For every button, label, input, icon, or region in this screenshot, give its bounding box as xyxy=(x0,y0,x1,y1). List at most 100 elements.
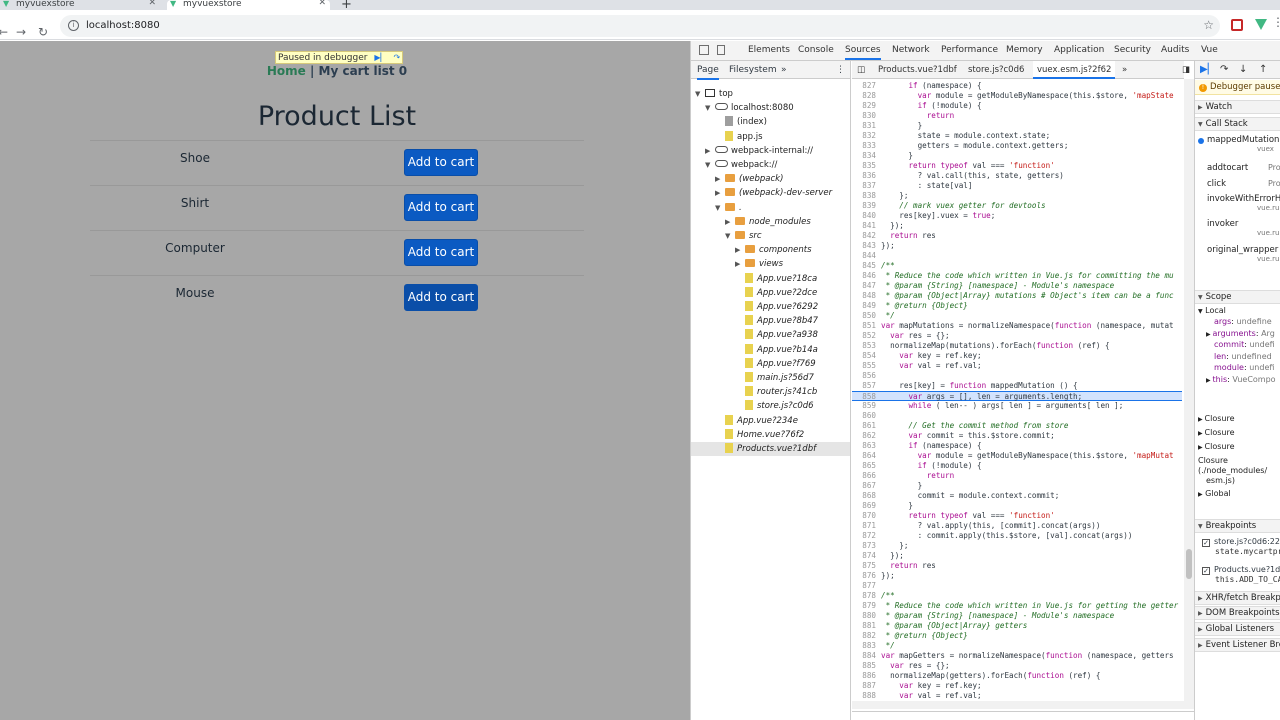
line-number[interactable]: 846 xyxy=(862,271,876,280)
line-number[interactable]: 829 xyxy=(862,101,876,110)
expanded-arrow-icon[interactable]: ▼ xyxy=(705,104,711,113)
line-number[interactable]: 860 xyxy=(862,411,876,420)
line-number[interactable]: 882 xyxy=(862,631,876,640)
breakpoint-checkbox[interactable]: ✓ xyxy=(1202,567,1210,575)
back-arrow-icon[interactable]: ← xyxy=(0,25,9,39)
tab-vue[interactable]: Vue xyxy=(1201,45,1218,55)
collapsed-arrow-icon[interactable]: ▶ xyxy=(735,260,741,269)
tab-console[interactable]: Console xyxy=(798,45,834,55)
reload-icon[interactable]: ↻ xyxy=(38,25,49,39)
line-number[interactable]: 845 xyxy=(862,261,876,270)
add-to-cart-button[interactable]: Add to cart xyxy=(404,194,478,221)
line-number[interactable]: 871 xyxy=(862,521,876,530)
tree-item[interactable]: App.vue?18ca xyxy=(691,272,850,286)
tree-item[interactable]: ▶webpack-internal:// xyxy=(691,144,850,158)
line-number[interactable]: 866 xyxy=(862,471,876,480)
tab-elements[interactable]: Elements xyxy=(748,45,790,55)
scope-closure[interactable]: ▶ Closure xyxy=(1198,414,1235,423)
line-number[interactable]: 863 xyxy=(862,441,876,450)
tree-item[interactable]: App.vue?8b47 xyxy=(691,314,850,328)
line-number[interactable]: 832 xyxy=(862,131,876,140)
line-number[interactable]: 827 xyxy=(862,81,876,90)
tree-item[interactable]: main.js?56d7 xyxy=(691,371,850,385)
more-editor-tabs-icon[interactable]: » xyxy=(1122,65,1128,75)
line-number[interactable]: 839 xyxy=(862,201,876,210)
line-number[interactable]: 851 xyxy=(862,321,876,330)
new-tab-button[interactable]: + xyxy=(341,0,352,12)
line-number[interactable]: 878 xyxy=(862,591,876,600)
breakpoint-checkbox[interactable]: ✓ xyxy=(1202,539,1210,547)
tree-item[interactable]: ▼. xyxy=(691,201,850,215)
tree-item[interactable]: App.vue?234e xyxy=(691,414,850,428)
line-number[interactable]: 874 xyxy=(862,551,876,560)
resume-icon[interactable]: ▶▏ xyxy=(1200,64,1216,75)
line-number[interactable]: 886 xyxy=(862,671,876,680)
line-number[interactable]: 841 xyxy=(862,221,876,230)
scope-closure[interactable]: ▶ Closure xyxy=(1198,442,1235,451)
tree-item[interactable]: App.vue?6292 xyxy=(691,300,850,314)
editor-vertical-scrollbar[interactable] xyxy=(1184,79,1194,701)
section-watch[interactable]: ▶Watch xyxy=(1195,100,1280,114)
section-scope[interactable]: ▼Scope xyxy=(1195,290,1280,304)
line-number[interactable]: 853 xyxy=(862,341,876,350)
tree-item[interactable]: ▶(webpack)-dev-server xyxy=(691,186,850,200)
editor-horizontal-scrollbar[interactable] xyxy=(852,701,1194,709)
line-number[interactable]: 831 xyxy=(862,121,876,130)
line-number[interactable]: 864 xyxy=(862,451,876,460)
close-tab-icon[interactable]: ✕ xyxy=(318,0,326,8)
line-number[interactable]: 836 xyxy=(862,171,876,180)
add-to-cart-button[interactable]: Add to cart xyxy=(404,284,478,311)
close-tab-icon[interactable]: ✕ xyxy=(148,0,156,8)
line-number[interactable]: 838 xyxy=(862,191,876,200)
editor-tab-store[interactable]: store.js?c0d6 xyxy=(968,65,1025,75)
line-number[interactable]: 879 xyxy=(862,601,876,610)
line-number[interactable]: 843 xyxy=(862,241,876,250)
line-number[interactable]: 852 xyxy=(862,331,876,340)
tree-item[interactable]: ▼webpack:// xyxy=(691,158,850,172)
resume-icon[interactable]: ▶▏ xyxy=(374,53,387,62)
line-number[interactable]: 858 xyxy=(862,392,876,401)
browser-tab-1[interactable]: ▼ myvuexstore ✕ xyxy=(0,0,160,10)
scroll-thumb[interactable] xyxy=(1186,549,1192,579)
expanded-arrow-icon[interactable]: ▼ xyxy=(695,90,701,98)
toggle-debugger-icon[interactable]: ◨ xyxy=(1182,65,1191,75)
more-tabs-icon[interactable]: » xyxy=(781,65,787,75)
line-number[interactable]: 861 xyxy=(862,421,876,430)
line-number[interactable]: 872 xyxy=(862,531,876,540)
line-number[interactable]: 865 xyxy=(862,461,876,470)
line-number[interactable]: 849 xyxy=(862,301,876,310)
scope-closure[interactable]: Closure xyxy=(1198,456,1228,465)
collapsed-arrow-icon[interactable]: ▶ xyxy=(725,217,731,226)
line-number[interactable]: 837 xyxy=(862,181,876,190)
expanded-arrow-icon[interactable]: ▼ xyxy=(715,203,721,212)
tree-item[interactable]: ▶views xyxy=(691,257,850,271)
step-over-icon[interactable]: ↷ xyxy=(393,53,401,62)
line-number[interactable]: 859 xyxy=(862,401,876,410)
line-number[interactable]: 885 xyxy=(862,661,876,670)
line-number[interactable]: 857 xyxy=(862,381,876,390)
line-number[interactable]: 856 xyxy=(862,371,876,380)
section-dom-breakpoints[interactable]: ▶DOM Breakpoints xyxy=(1195,606,1280,620)
bookmark-star-icon[interactable]: ☆ xyxy=(1203,18,1214,32)
tree-item[interactable]: App.vue?f769 xyxy=(691,357,850,371)
tab-security[interactable]: Security xyxy=(1114,45,1151,55)
add-to-cart-button[interactable]: Add to cart xyxy=(404,149,478,176)
line-number[interactable]: 833 xyxy=(862,141,876,150)
collapsed-arrow-icon[interactable]: ▶ xyxy=(735,246,741,255)
section-event-listener-breakpoints[interactable]: ▶Event Listener Break xyxy=(1195,638,1280,652)
line-number[interactable]: 835 xyxy=(862,161,876,170)
line-number[interactable]: 862 xyxy=(862,431,876,440)
extension-icon[interactable] xyxy=(1231,19,1243,31)
scope-closure[interactable]: ▶ Closure xyxy=(1198,428,1235,437)
line-number[interactable]: 877 xyxy=(862,581,876,590)
line-number[interactable]: 881 xyxy=(862,621,876,630)
inspect-element-icon[interactable] xyxy=(699,45,709,55)
tree-item[interactable]: ▼localhost:8080 xyxy=(691,101,850,115)
tree-item[interactable]: (index) xyxy=(691,115,850,129)
step-out-icon[interactable]: ↑ xyxy=(1259,64,1268,75)
